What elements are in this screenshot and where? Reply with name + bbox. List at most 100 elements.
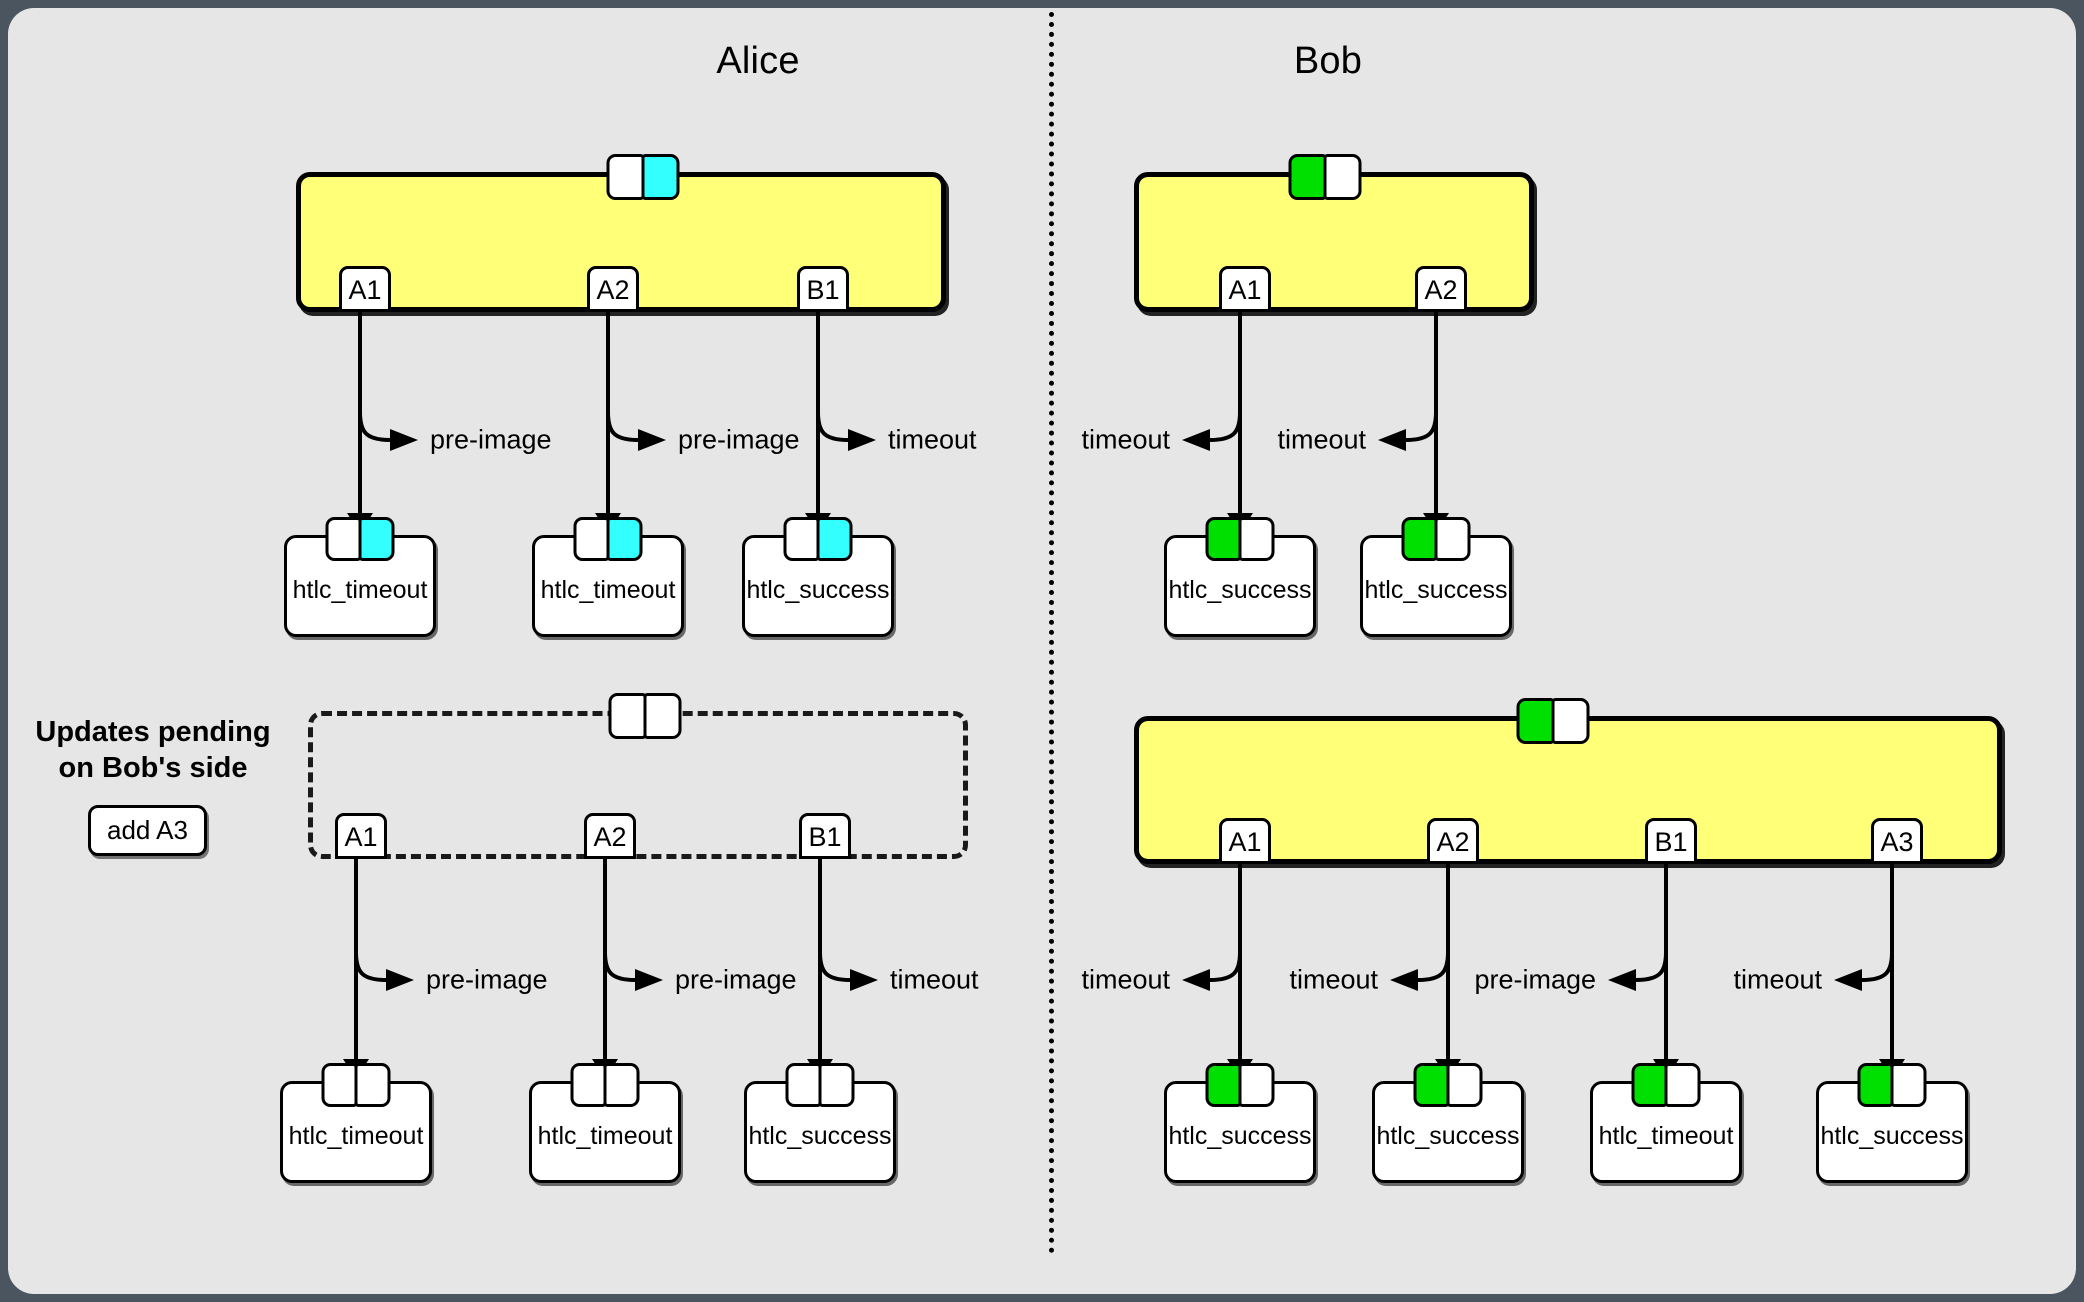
htlc-label-a1-bob-1: htlc_success [1168,576,1312,604]
edge-label-b1-alice-2: timeout [890,964,979,995]
signature-chip-1 [321,1063,358,1107]
htlc-signatures-a2-bob-2 [1413,1063,1483,1107]
htlc-label-a2-alice-1: htlc_timeout [540,576,676,604]
signature-chip-1 [1401,517,1438,561]
htlc-signatures-a1-alice-2 [321,1063,391,1107]
output-tab-b1-bob-2[interactable]: B1 [1645,818,1697,864]
htlc-tx-a1-alice-2: htlc_timeout [280,1063,432,1183]
column-title-bob: Bob [1293,40,1363,82]
local-sig-chip [608,693,647,739]
remote-sig-chip [1288,154,1327,200]
htlc-label-a1-bob-2: htlc_success [1168,1122,1312,1150]
signature-chip-2 [358,517,395,561]
output-tab-b1-alice-2[interactable]: B1 [799,813,851,859]
branch-arrow-b1-alice-2 [816,950,912,996]
edge-label-a1-alice-2: pre-image [426,964,548,995]
htlc-signatures-b1-alice-2 [785,1063,855,1107]
signature-chip-2 [606,517,643,561]
output-tab-a2-alice-1[interactable]: A2 [587,266,639,312]
pending-note-line-2: on Bob's side [58,752,248,784]
branch-arrow-a3-bob-2 [1800,950,1896,996]
output-tab-b1-alice-1[interactable]: B1 [797,266,849,312]
signature-chip-2 [1890,1063,1927,1107]
branch-arrow-b1-bob-2 [1574,950,1670,996]
branch-arrow-a2-alice-2 [601,950,697,996]
commitment-signatures-alice-1 [606,154,680,200]
edge-label-a3-bob-2: timeout [1733,964,1822,995]
signature-chip-2 [818,1063,855,1107]
commitment-signatures-bob-2 [1516,698,1590,744]
party-divider [1049,12,1054,1254]
htlc-label-a3-bob-2: htlc_success [1820,1122,1964,1150]
output-tab-a2-bob-2[interactable]: A2 [1427,818,1479,864]
commitment-tx-alice-1: A1 A2 B1 [296,154,946,312]
pending-note-line-1: Updates pending [35,716,271,748]
branch-arrow-a1-bob-2 [1148,950,1244,996]
signature-chip-1 [325,517,362,561]
signature-chip-1 [1857,1063,1894,1107]
local-sig-chip [1323,154,1362,200]
htlc-label-b1-bob-2: htlc_timeout [1598,1122,1734,1150]
signature-chip-1 [1205,1063,1242,1107]
commitment-tx-alice-2: A1 A2 B1 [308,693,968,859]
branch-arrow-a1-alice-1 [356,410,452,456]
signature-chip-1 [573,517,610,561]
output-tab-a1-alice-2[interactable]: A1 [335,813,387,859]
output-tab-a3-bob-2[interactable]: A3 [1871,818,1923,864]
commitment-tx-bob-1: A1 A2 [1134,154,1534,312]
signature-chip-2 [1238,1063,1275,1107]
htlc-signatures-a3-bob-2 [1857,1063,1927,1107]
htlc-label-a1-alice-1: htlc_timeout [292,576,428,604]
output-tab-a1-alice-1[interactable]: A1 [339,266,391,312]
edge-label-b1-bob-2: pre-image [1474,964,1596,995]
commitment-signatures-bob-1 [1288,154,1362,200]
signature-chip-1 [570,1063,607,1107]
signature-chip-2 [816,517,853,561]
htlc-tx-a2-alice-2: htlc_timeout [529,1063,681,1183]
htlc-tx-b1-alice-2: htlc_success [744,1063,896,1183]
htlc-label-a2-bob-2: htlc_success [1376,1122,1520,1150]
signature-chip-2 [1446,1063,1483,1107]
output-tab-a1-bob-2[interactable]: A1 [1219,818,1271,864]
add-a3-button[interactable]: add A3 [88,805,207,856]
diagram-canvas: Alice Bob Updates pending on Bob's side … [8,8,2076,1294]
signature-chip-2 [1434,517,1471,561]
pending-updates-note: Updates pending on Bob's side [28,714,278,786]
signature-chip-2 [603,1063,640,1107]
htlc-signatures-b1-bob-2 [1631,1063,1701,1107]
htlc-signatures-a1-bob-1 [1205,517,1275,561]
edge-label-a1-bob-2: timeout [1081,964,1170,995]
output-tab-a2-bob-1[interactable]: A2 [1415,266,1467,312]
remote-sig-chip [1516,698,1555,744]
htlc-tx-b1-alice-1: htlc_success [742,517,894,637]
htlc-tx-a1-bob-2: htlc_success [1164,1063,1316,1183]
htlc-signatures-b1-alice-1 [783,517,853,561]
remote-sig-chip [641,154,680,200]
branch-arrow-a2-bob-2 [1356,950,1452,996]
htlc-signatures-a2-alice-2 [570,1063,640,1107]
htlc-tx-a3-bob-2: htlc_success [1816,1063,1968,1183]
branch-arrow-a2-bob-1 [1344,410,1440,456]
htlc-tx-a1-bob-1: htlc_success [1164,517,1316,637]
htlc-signatures-a1-alice-1 [325,517,395,561]
htlc-tx-a2-bob-1: htlc_success [1360,517,1512,637]
commitment-tx-bob-2: A1 A2 B1 A3 [1134,698,2002,864]
htlc-tx-b1-bob-2: htlc_timeout [1590,1063,1742,1183]
edge-label-b1-alice-1: timeout [888,424,977,455]
signature-chip-1 [1631,1063,1668,1107]
edge-label-a2-bob-1: timeout [1277,424,1366,455]
edge-label-a2-alice-1: pre-image [678,424,800,455]
signature-chip-1 [1205,517,1242,561]
output-tab-a1-bob-1[interactable]: A1 [1219,266,1271,312]
signature-chip-2 [1238,517,1275,561]
local-sig-chip [606,154,645,200]
signature-chip-1 [1413,1063,1450,1107]
edge-label-a2-bob-2: timeout [1289,964,1378,995]
branch-arrow-a1-bob-1 [1148,410,1244,456]
edge-label-a1-bob-1: timeout [1081,424,1170,455]
htlc-label-a2-alice-2: htlc_timeout [537,1122,673,1150]
htlc-tx-a1-alice-1: htlc_timeout [284,517,436,637]
output-tab-a2-alice-2[interactable]: A2 [584,813,636,859]
htlc-label-a1-alice-2: htlc_timeout [288,1122,424,1150]
commitment-signatures-alice-2 [608,693,682,739]
